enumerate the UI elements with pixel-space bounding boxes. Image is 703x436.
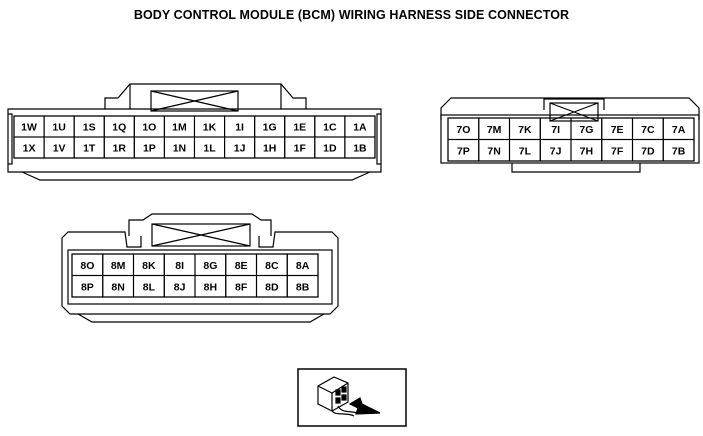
connector-1-grid: 1W 1U 1S 1Q 1O 1M 1K 1I 1G 1E 1C 1A 1X 1V 1T 1R 1P 1N 1L 1J… <box>13 115 376 159</box>
pin-label: 1A <box>353 122 367 134</box>
connector-1: 1W 1U 1S 1Q 1O 1M 1K 1I 1G 1E 1C 1A 1X 1V 1T 1R 1P 1N 1L 1J… <box>7 83 382 181</box>
pin-label: 1D <box>323 143 337 155</box>
pin-label: 1R <box>113 143 127 155</box>
pin-label: 8N <box>111 281 124 293</box>
pin-label: 7G <box>579 124 593 136</box>
pin-label: 1S <box>83 122 96 134</box>
pin-label: 1B <box>353 143 367 155</box>
pin-label: 7H <box>580 145 593 157</box>
pin-label: 1O <box>142 122 156 134</box>
harness-side-view-icon <box>297 368 407 427</box>
connector-7: 7O 7M 7K 7I 7G 7E 7C 7A 7P 7N 7L 7J 7H 7F 7D 7B <box>440 97 700 173</box>
pin-cell <box>344 136 376 159</box>
pin-label: 1C <box>323 122 337 134</box>
pin-cell <box>662 138 695 162</box>
pin-cell <box>286 274 319 298</box>
pin-label: 1N <box>173 143 186 155</box>
pin-label: 8D <box>265 281 279 293</box>
pin-label: 7K <box>518 124 532 136</box>
page-title: BODY CONTROL MODULE (BCM) WIRING HARNESS… <box>133 8 570 22</box>
pin-label: 1Q <box>112 122 126 134</box>
pin-label: 1J <box>234 143 246 155</box>
pin-label: 1I <box>235 122 244 134</box>
pin-label: 1W <box>21 122 37 134</box>
pin-label: 7P <box>457 145 470 157</box>
pin-label: 8J <box>174 281 186 293</box>
pin-label: 1L <box>203 143 216 155</box>
pin-label: 1E <box>293 122 306 134</box>
pin-label: 8K <box>142 260 156 272</box>
pin-label: 1G <box>263 122 277 134</box>
pin-label: 8L <box>143 281 156 293</box>
pin-label: 1M <box>172 122 187 134</box>
pin-label: 7F <box>611 145 624 157</box>
pin-label: 8A <box>296 260 310 272</box>
connector-8: 8O 8M 8K 8I 8G 8E 8C 8A 8P 8N 8L 8J 8H 8F 8D 8B <box>61 213 339 323</box>
pin-label: 8G <box>203 260 217 272</box>
pin-label: 7O <box>456 124 470 136</box>
pin-label: 7J <box>550 145 562 157</box>
pin-label: 7N <box>487 145 500 157</box>
pin-label: 8P <box>81 281 94 293</box>
pin-label: 1V <box>53 143 66 155</box>
pin-label: 8O <box>80 260 94 272</box>
pin-label: 8I <box>175 260 184 272</box>
pin-label: 8E <box>235 260 248 272</box>
pin-label: 7L <box>519 145 532 157</box>
pin-label: 8M <box>111 260 126 272</box>
pin-label: 1U <box>52 122 65 134</box>
connector-7-grid: 7O 7M 7K 7I 7G 7E 7C 7A 7P 7N 7L 7J 7H 7F 7D 7B <box>447 117 695 162</box>
pin-label: 1F <box>294 143 307 155</box>
pin-label: 1X <box>23 143 36 155</box>
pin-label: 8C <box>265 260 279 272</box>
pin-label: 7C <box>641 124 655 136</box>
pin-label: 1T <box>83 143 96 155</box>
pin-label: 7A <box>672 124 686 136</box>
pin-label: 7B <box>672 145 686 157</box>
pin-label: 7M <box>487 124 502 136</box>
connector-8-grid: 8O 8M 8K 8I 8G 8E 8C 8A 8P 8N 8L 8J 8H 8F 8D 8B <box>71 253 319 298</box>
pin-label: 8B <box>296 281 310 293</box>
pin-label: 7D <box>641 145 655 157</box>
pin-label: 7I <box>551 124 560 136</box>
pin-label: 7E <box>611 124 624 136</box>
pin-label: 1P <box>143 143 156 155</box>
pin-label: 8F <box>235 281 248 293</box>
pin-label: 8H <box>204 281 217 293</box>
pin-label: 1K <box>203 122 217 134</box>
pin-label: 1H <box>263 143 276 155</box>
